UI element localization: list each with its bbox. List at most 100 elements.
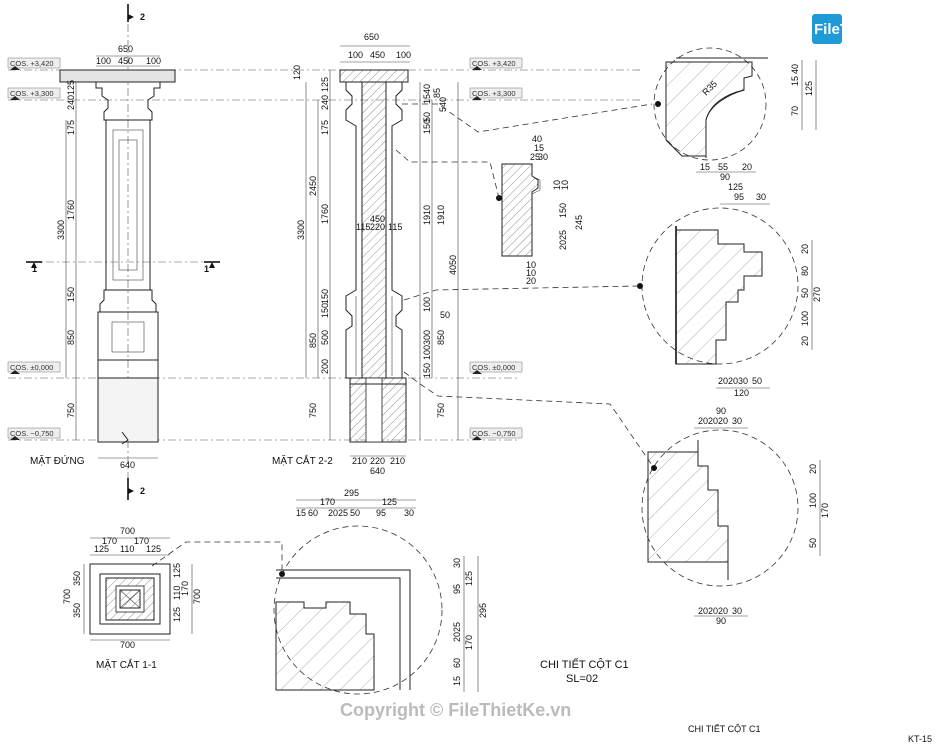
svg-text:COS. +3,300: COS. +3,300	[10, 89, 54, 98]
level-tag-right-3420: COS. +3,420	[469, 57, 523, 70]
level-tag-right-0: COS. ±0,000	[469, 361, 523, 374]
svg-text:125: 125	[464, 571, 474, 586]
main-title-line1: CHI TIẾT CỘT C1	[540, 658, 629, 671]
svg-text:1: 1	[204, 264, 209, 274]
cut-marker-2-top: 2	[127, 4, 145, 22]
svg-text:20: 20	[718, 606, 728, 616]
svg-text:25: 25	[558, 230, 568, 240]
svg-text:295: 295	[344, 488, 359, 498]
svg-text:30: 30	[738, 376, 748, 386]
svg-text:20: 20	[698, 416, 708, 426]
svg-text:20: 20	[800, 244, 810, 254]
svg-text:55: 55	[718, 162, 728, 172]
svg-text:COS. −0,750: COS. −0,750	[10, 429, 54, 438]
svg-text:650: 650	[364, 32, 379, 42]
title-block: CHI TIẾT CỘT C1 SL=02 CHI TIẾT CỘT C1 KT…	[540, 658, 932, 744]
svg-text:20: 20	[742, 162, 752, 172]
svg-text:115: 115	[356, 222, 370, 232]
svg-text:450: 450	[370, 214, 385, 224]
leader-lines	[151, 103, 655, 574]
svg-text:150: 150	[320, 289, 330, 304]
svg-text:30: 30	[452, 558, 462, 568]
svg-text:100: 100	[422, 345, 432, 360]
svg-text:COS. ±0,000: COS. ±0,000	[472, 363, 515, 372]
svg-text:125: 125	[66, 80, 76, 95]
svg-text:170: 170	[180, 581, 190, 596]
level-tag-3420: COS. +3,420	[7, 57, 61, 70]
svg-text:125: 125	[146, 544, 161, 554]
svg-text:60: 60	[452, 658, 462, 668]
svg-text:170: 170	[320, 497, 335, 507]
svg-text:95: 95	[452, 584, 462, 594]
svg-text:210: 210	[352, 456, 367, 466]
svg-text:245: 245	[574, 215, 584, 230]
svg-text:2025: 2025	[328, 508, 348, 518]
svg-text:COS. +3,420: COS. +3,420	[10, 59, 54, 68]
svg-text:450: 450	[370, 50, 385, 60]
svg-text:150: 150	[422, 119, 432, 134]
svg-text:175: 175	[66, 120, 76, 135]
svg-text:220: 220	[370, 222, 385, 232]
svg-text:120: 120	[292, 65, 302, 80]
svg-text:15: 15	[790, 76, 800, 86]
svg-text:170: 170	[820, 503, 830, 518]
svg-text:700: 700	[120, 640, 135, 650]
svg-text:450: 450	[118, 56, 133, 66]
svg-text:40: 40	[532, 134, 542, 144]
svg-text:100: 100	[422, 297, 432, 312]
svg-text:50: 50	[800, 288, 810, 298]
svg-text:170: 170	[464, 635, 474, 650]
svg-text:20: 20	[728, 376, 738, 386]
cut-marker-2-bottom: 2	[127, 478, 145, 500]
level-tags-right: COS. +3,420 COS. +3,300 COS. ±0,000 COS.…	[469, 57, 523, 440]
svg-text:110: 110	[172, 586, 182, 600]
svg-text:650: 650	[118, 44, 133, 54]
level-tag-m750: COS. −0,750	[7, 427, 61, 440]
svg-text:295: 295	[478, 603, 488, 618]
svg-text:125: 125	[382, 497, 397, 507]
svg-text:750: 750	[308, 403, 318, 418]
svg-text:3300: 3300	[56, 220, 66, 240]
section-2-2-title: MẶT CẮT 2-2	[272, 454, 333, 467]
svg-text:90: 90	[716, 406, 726, 416]
svg-text:COS. ±0,000: COS. ±0,000	[10, 363, 53, 372]
svg-text:50: 50	[752, 376, 762, 386]
svg-text:20: 20	[800, 336, 810, 346]
svg-text:100: 100	[96, 56, 111, 66]
svg-text:640: 640	[370, 466, 385, 476]
svg-text:100: 100	[808, 493, 818, 508]
svg-text:50: 50	[440, 310, 450, 320]
svg-text:2025: 2025	[452, 622, 462, 642]
svg-text:220: 220	[370, 456, 385, 466]
svg-text:175: 175	[320, 120, 330, 135]
main-title-line2: SL=02	[566, 673, 598, 685]
svg-text:540: 540	[438, 97, 448, 112]
svg-text:20: 20	[526, 276, 536, 286]
svg-text:850: 850	[66, 330, 76, 345]
svg-text:70: 70	[790, 106, 800, 116]
sheet-number: KT-15	[908, 734, 932, 744]
elevation-title: MẶT ĐỨNG	[30, 454, 85, 467]
svg-text:750: 750	[66, 403, 76, 418]
svg-text:850: 850	[308, 333, 318, 348]
svg-text:COS. +3,420: COS. +3,420	[472, 59, 516, 68]
svg-text:270: 270	[812, 287, 822, 302]
svg-text:750: 750	[436, 403, 446, 418]
svg-text:40: 40	[422, 84, 432, 94]
svg-text:4050: 4050	[448, 255, 458, 275]
level-lines	[8, 69, 640, 441]
svg-text:20: 20	[708, 606, 718, 616]
svg-text:15: 15	[296, 508, 306, 518]
svg-text:150: 150	[320, 303, 330, 318]
svg-text:2: 2	[140, 12, 145, 22]
svg-text:115: 115	[388, 222, 402, 232]
svg-text:10: 10	[526, 268, 536, 278]
svg-text:300: 300	[422, 330, 432, 345]
svg-text:1: 1	[32, 264, 37, 274]
svg-text:120: 120	[734, 388, 749, 398]
watermark: Copyright © FileThietKe.vn	[340, 700, 571, 720]
footer-label: CHI TIẾT CỘT C1	[688, 724, 761, 734]
level-tag-0: COS. ±0,000	[7, 361, 61, 374]
